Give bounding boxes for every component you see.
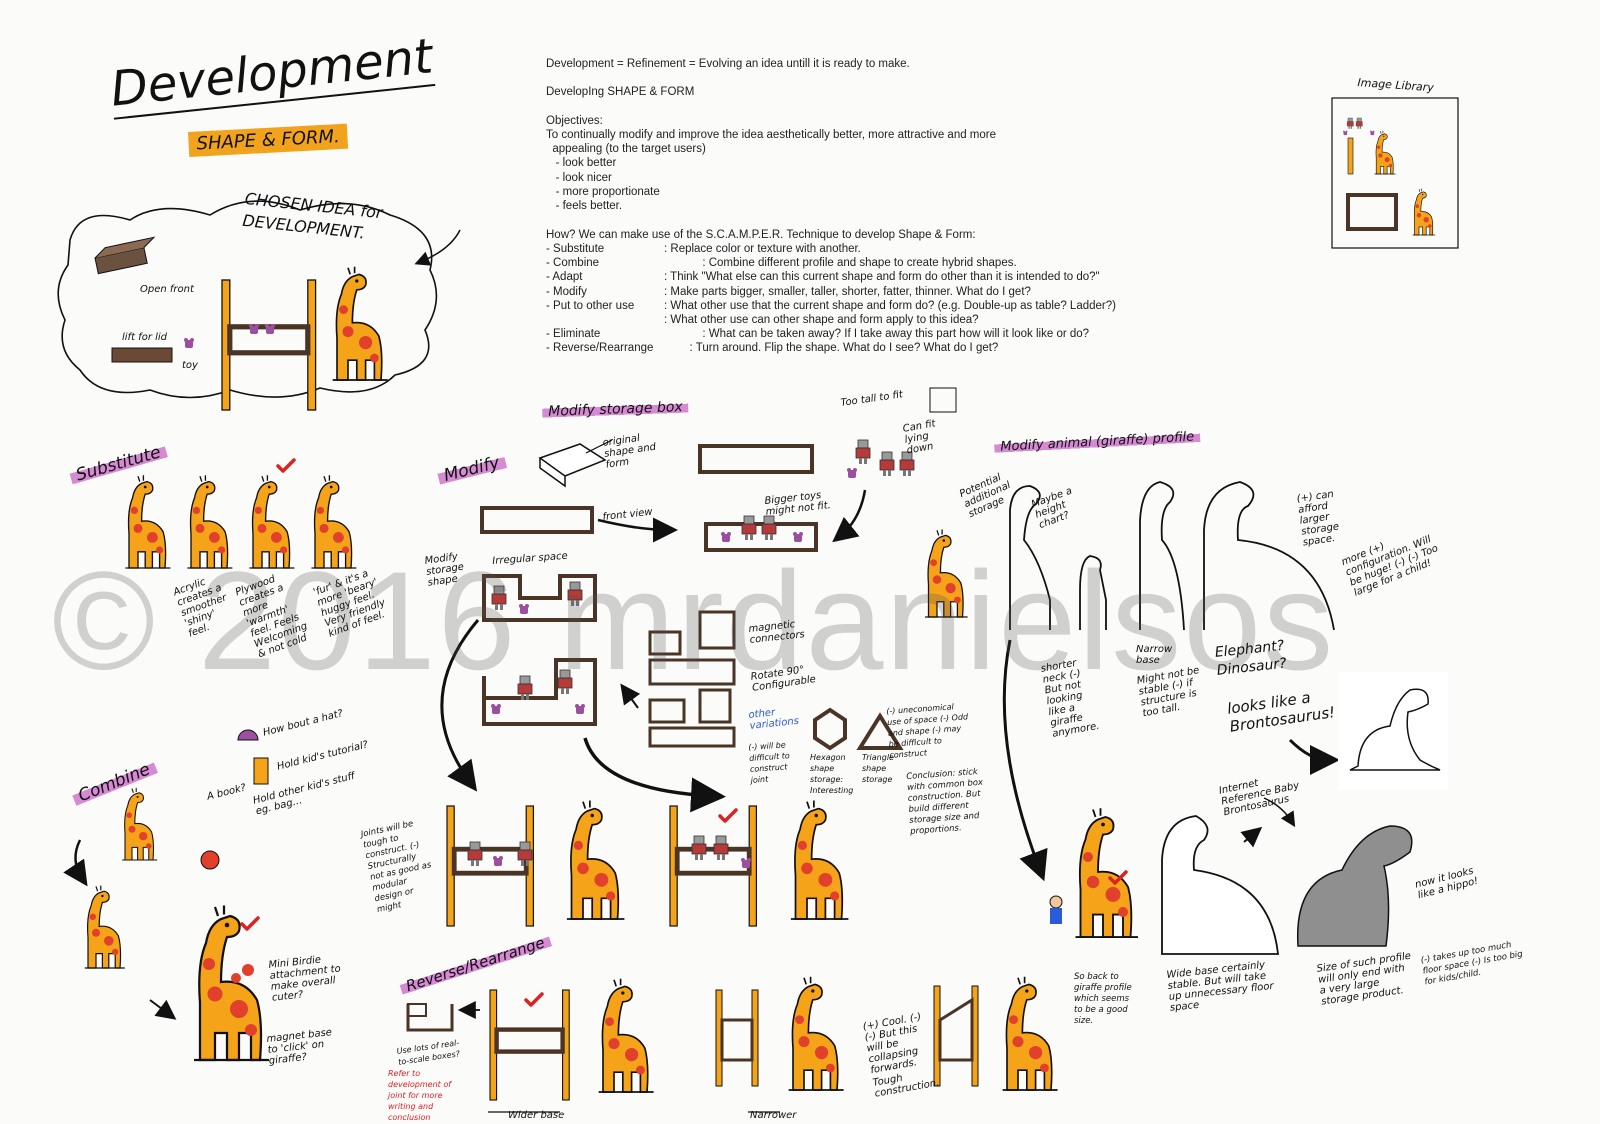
note-can-afford: (+) can afford larger storage space. xyxy=(1296,488,1340,549)
note-hexagon: Hexagon shape storage: Interesting xyxy=(810,753,854,795)
scamper-name: - Substitute xyxy=(546,243,605,255)
objective-line: - feels better. xyxy=(546,200,623,213)
scamper-desc: : What can be taken away? If I take away… xyxy=(664,328,1090,341)
objective-line: - more proportionate xyxy=(546,185,660,198)
typed-line-1: Development = Refinement = Evolving an i… xyxy=(546,58,910,70)
scamper-row: - Adapt : Think "What else can this curre… xyxy=(546,270,1116,284)
open-box-sketch xyxy=(94,236,156,275)
scamper-desc: : Replace color or texture with another. xyxy=(664,243,861,255)
scamper-name: - Adapt xyxy=(546,271,583,284)
note-cool: (+) Cool. (-)(-) But this will be collap… xyxy=(862,1011,923,1077)
image-library-frame xyxy=(1331,97,1459,249)
note-so-back: So back to giraffe profile which seems t… xyxy=(1074,972,1132,1026)
objective-line: - look nicer xyxy=(546,171,612,184)
scamper-row: : What other use can other shape and for… xyxy=(546,313,1116,327)
note-lift-lid: lift for lid xyxy=(122,332,168,343)
note-mini-birdie: Mini Birdie attachment to make overall c… xyxy=(268,954,342,1004)
objectives-heading: Objectives: xyxy=(546,115,603,127)
scamper-row: - Modify : Make parts bigger, smaller, ta… xyxy=(546,285,1116,299)
modify-results xyxy=(447,799,850,926)
reverse-sketches xyxy=(406,975,1059,1113)
modify-animal-sketches xyxy=(924,481,1448,955)
dino-reference xyxy=(1338,672,1448,790)
scamper-name: - Combine xyxy=(546,257,600,270)
modify-storage xyxy=(440,387,957,813)
note-narrower: Narrower xyxy=(750,1110,797,1121)
scamper-name: - Put to other use xyxy=(546,299,635,312)
objective-line: appealing (to the target users) xyxy=(546,143,706,156)
objectives-list: To continually modify and improve the id… xyxy=(546,128,996,213)
chosen-shelf xyxy=(222,280,316,410)
scamper-row: - Put to other use : What other use that … xyxy=(546,299,1116,313)
idea-cloud xyxy=(57,200,438,399)
arrow-to-cloud xyxy=(414,229,461,266)
substitute-giraffes xyxy=(124,458,358,569)
scamper-row: - Combine : Combine different profile an… xyxy=(546,256,1116,270)
note-modify-storage-shape: Modify storage shape xyxy=(424,551,465,589)
note-wider-base: Wider base xyxy=(508,1110,565,1121)
note-difficult-const: (-) will be difficult to construct joint xyxy=(748,740,791,785)
scamper-name xyxy=(546,313,664,327)
note-elephant: Elephant? Dinosaur? xyxy=(1214,637,1288,679)
note-reverse: Refer to development of joint for more w… xyxy=(388,1069,452,1122)
scamper-name: - Modify xyxy=(546,285,587,298)
lift-box-sketch xyxy=(111,347,173,363)
scamper-desc: : What other use that the current shape … xyxy=(664,299,1116,312)
scamper-list: - Substitute : Replace color or texture w… xyxy=(546,242,1116,356)
note-triangle: Triangle shape storage xyxy=(862,753,894,784)
scamper-desc: : What other use can other shape and for… xyxy=(664,314,979,327)
typed-line-2: DevelopIng SHAPE & FORM xyxy=(546,86,695,98)
combine-sketches xyxy=(63,729,271,1062)
note-magnet: magnet base to 'click' on giraffe? xyxy=(266,1027,333,1067)
note-narrow-base: Narrow base xyxy=(1136,644,1173,666)
objective-line: - look better xyxy=(546,157,617,170)
scamper-row: - Eliminate : What can be taken away? If… xyxy=(546,327,1116,341)
scamper-desc: : Combine different profile and shape to… xyxy=(664,257,1017,270)
scamper-desc: : Think "What else can this current shap… xyxy=(664,271,1100,284)
note-toy: toy xyxy=(182,360,198,371)
scamper-row: - Reverse/Rearrange : Turn around. Flip … xyxy=(546,341,1116,355)
how-line: How? We can make use of the S.C.A.M.P.E.… xyxy=(546,229,976,241)
note-conclusion: Conclusion: stick with common box constr… xyxy=(906,767,984,837)
scamper-row: - Substitute : Replace color or texture w… xyxy=(546,242,1116,256)
scamper-desc: : Turn around. Flip the shape. What do I… xyxy=(664,342,999,355)
note-open-front: Open front xyxy=(140,284,194,295)
scamper-name: - Eliminate xyxy=(546,328,601,341)
objective-line: To continually modify and improve the id… xyxy=(546,129,997,141)
chosen-giraffe xyxy=(331,265,389,381)
scamper-name: - Reverse/Rearrange xyxy=(546,342,654,355)
scamper-desc: : Make parts bigger, smaller, taller, sh… xyxy=(664,285,1031,298)
